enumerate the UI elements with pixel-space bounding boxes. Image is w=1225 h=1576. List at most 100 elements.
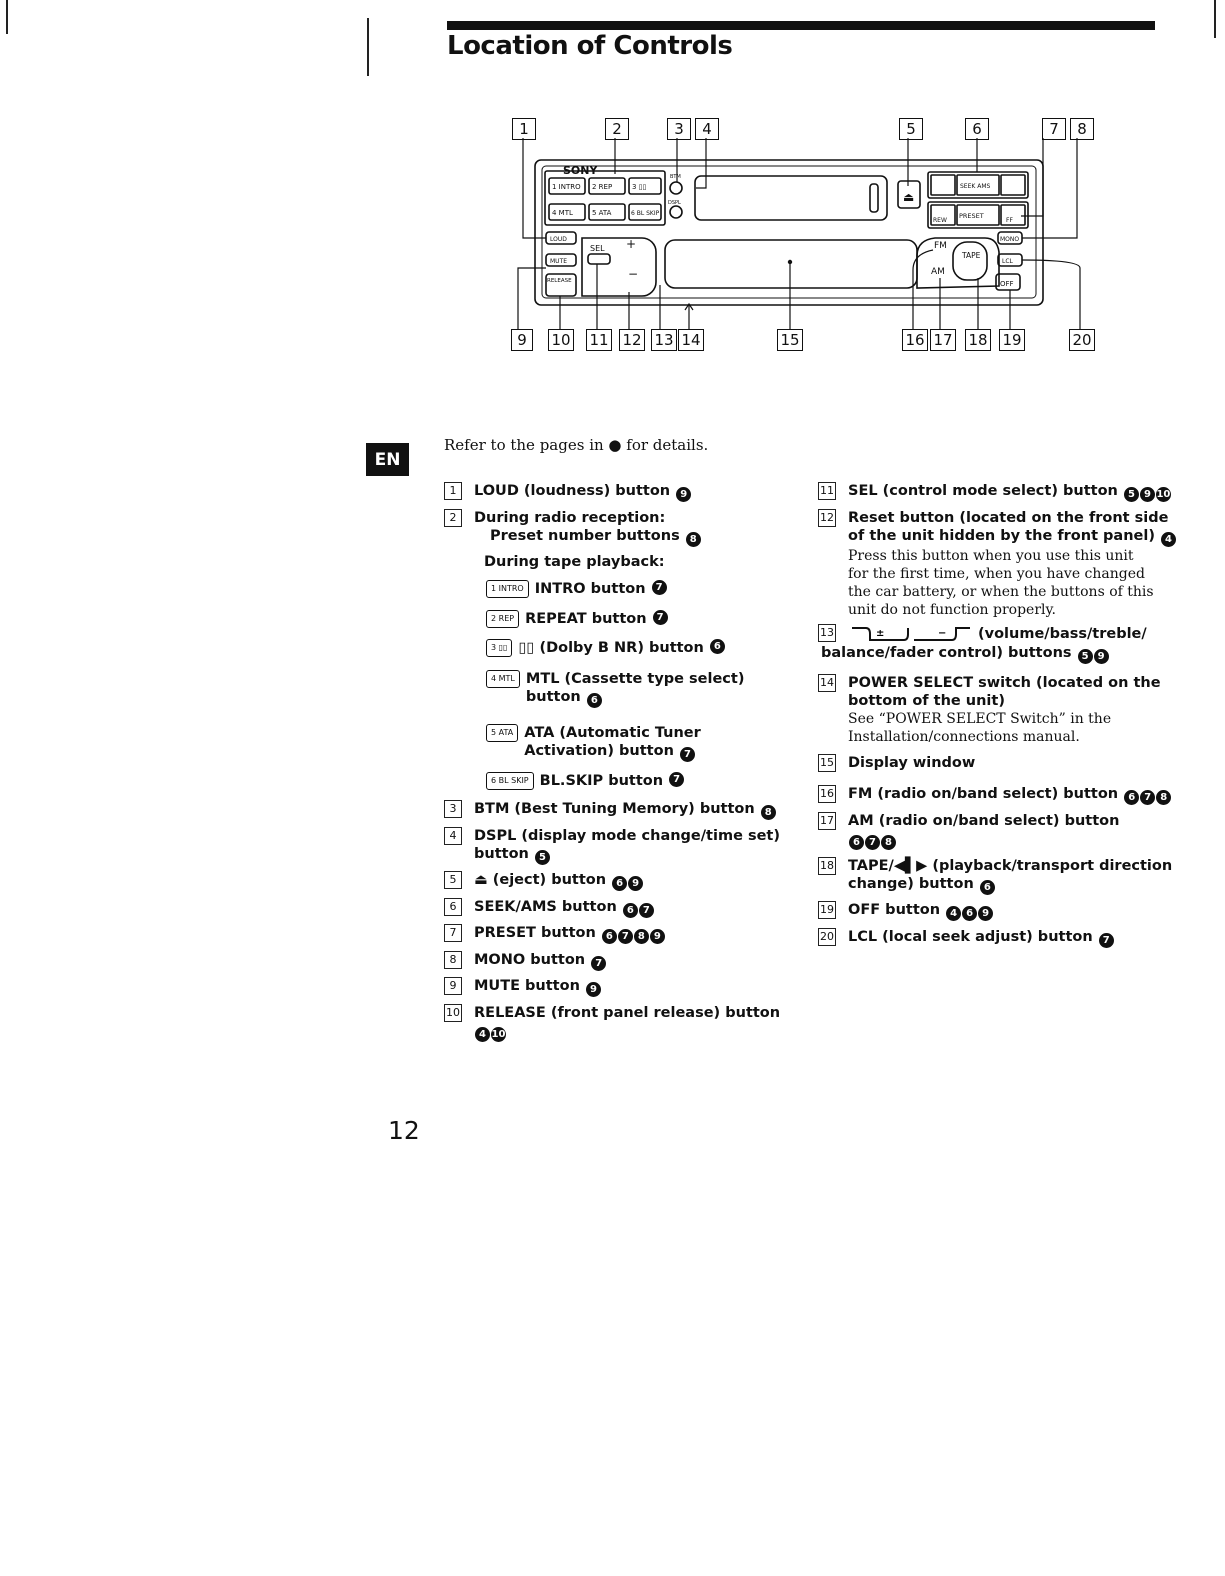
key-ff: FF bbox=[1006, 217, 1013, 224]
page-ref: 9 bbox=[676, 487, 692, 502]
item-text: FM (radio on/band select) button bbox=[848, 786, 1119, 802]
page-ref: 9 bbox=[585, 982, 601, 997]
key-btm: BTM bbox=[670, 174, 681, 180]
item-number: 12 bbox=[818, 509, 836, 527]
callout-number: 15 bbox=[777, 329, 803, 351]
callout-number: 20 bbox=[1069, 329, 1095, 351]
item-note: the car battery, or when the buttons of … bbox=[848, 584, 1154, 600]
item-number: 8 bbox=[444, 951, 462, 969]
page-ref: 7 bbox=[865, 835, 880, 850]
page-ref: 6 bbox=[1124, 790, 1140, 805]
row-text: REPEAT button bbox=[525, 611, 647, 627]
list-item-12: 12 Reset button (located on the front si… bbox=[818, 509, 1177, 619]
page-ref: 7 bbox=[617, 929, 633, 944]
cassette-slot bbox=[694, 175, 888, 221]
row-text: MTL (Cassette type select) bbox=[525, 671, 745, 687]
page-ref: 6 bbox=[709, 639, 725, 654]
item-text: POWER SELECT switch (located on the bbox=[848, 675, 1161, 691]
item-number: 6 bbox=[444, 898, 462, 916]
keycap: 2 REP bbox=[486, 610, 520, 628]
item-number: 11 bbox=[818, 482, 836, 500]
svg-text:−: − bbox=[938, 628, 946, 639]
tape-row-5: 5 ATA ATA (Automatic Tuner Activation) b… bbox=[486, 724, 701, 762]
page-ref: 7 bbox=[638, 903, 654, 918]
list-item-20: 20 LCL (local seek adjust) button 7 bbox=[818, 928, 1114, 948]
page-ref: 9 bbox=[649, 929, 665, 944]
key-tape: TAPE bbox=[961, 251, 981, 260]
callout-number: 2 bbox=[605, 118, 629, 140]
keycap: 4 MTL bbox=[486, 670, 520, 688]
item-text: LCL (local seek adjust) button bbox=[848, 929, 1093, 945]
key-seek: SEEK AMS bbox=[960, 183, 991, 190]
key-dspl: DSPL bbox=[668, 200, 681, 206]
key-loud: LOUD bbox=[550, 236, 567, 243]
list-item-1: 1 LOUD (loudness) button 9 bbox=[444, 482, 692, 502]
item-text: MONO button bbox=[474, 952, 586, 968]
item-number: 5 bbox=[444, 871, 462, 889]
keycap: 1 INTRO bbox=[486, 580, 529, 598]
page-ref: 9 bbox=[1093, 649, 1109, 664]
callout-number: 1 bbox=[512, 118, 536, 140]
list-item-10: 10 RELEASE (front panel release) button … bbox=[444, 1004, 780, 1042]
key-4: 4 MTL bbox=[552, 209, 573, 217]
item-number: 2 bbox=[444, 509, 462, 527]
item-text: DSPL (display mode change/time set) bbox=[474, 828, 780, 844]
item-text-line2: change) button bbox=[848, 876, 974, 892]
left-border-line bbox=[6, 0, 8, 34]
page-ref: 9 bbox=[1139, 487, 1155, 502]
callout-number: 17 bbox=[930, 329, 956, 351]
item-note: Press this button when you use this unit bbox=[848, 548, 1134, 564]
callout-number: 6 bbox=[965, 118, 989, 140]
tape-row-1: 1 INTRO INTRO button 7 bbox=[486, 580, 667, 598]
key-preset: PRESET bbox=[959, 212, 984, 220]
list-item-4: 4 DSPL (display mode change/time set) bu… bbox=[444, 827, 780, 865]
page-ref: 9 bbox=[978, 906, 994, 921]
page-ref: 6 bbox=[979, 880, 995, 895]
row-text: ATA (Automatic Tuner bbox=[524, 725, 701, 741]
key-am: AM bbox=[931, 267, 945, 277]
page-ref: 6 bbox=[601, 929, 617, 944]
item-text: Display window bbox=[848, 755, 976, 771]
row-text: ▯▯ (Dolby B NR) button bbox=[518, 640, 704, 656]
svg-text:±: ± bbox=[876, 628, 884, 639]
key-fm: FM bbox=[934, 241, 947, 251]
page-ref: 7 bbox=[591, 956, 607, 971]
minus-symbol: − bbox=[628, 267, 638, 281]
callout-number: 19 bbox=[999, 329, 1025, 351]
row-text-line2: Activation) button bbox=[524, 743, 674, 759]
page-ref: 7 bbox=[651, 580, 667, 595]
row-text-line2: button bbox=[525, 689, 581, 705]
item-text: MUTE button bbox=[474, 978, 580, 994]
key-rew: REW bbox=[933, 217, 947, 224]
page-ref: 5 bbox=[1123, 487, 1139, 502]
intro-text: Refer to the pages in ● for details. bbox=[444, 436, 709, 454]
callout-number: 10 bbox=[548, 329, 574, 351]
page-ref: 8 bbox=[685, 532, 701, 547]
callout-number: 12 bbox=[619, 329, 645, 351]
item-text: PRESET button bbox=[474, 925, 596, 941]
list-item-2: 2 During radio reception: Preset number … bbox=[444, 509, 701, 547]
language-tab: EN bbox=[366, 443, 409, 476]
key-1: 1 INTRO bbox=[552, 183, 581, 191]
keycap: 3 ▯▯ bbox=[486, 639, 513, 657]
item-text: (volume/bass/treble/ bbox=[978, 626, 1147, 642]
reset-hole bbox=[787, 259, 793, 265]
item-text-line2: bottom of the unit) bbox=[848, 693, 1005, 709]
row-text: INTRO button bbox=[534, 581, 646, 597]
page-ref: 6 bbox=[849, 835, 864, 850]
item-text: TAPE/◀▌▶ (playback/transport direction bbox=[848, 858, 1173, 874]
keycap: 6 BL SKIP bbox=[486, 772, 534, 790]
tape-heading-text: During tape playback: bbox=[484, 554, 665, 570]
tape-row-2: 2 REP REPEAT button 7 bbox=[486, 610, 668, 628]
page-ref: 8 bbox=[881, 835, 896, 850]
item-number: 18 bbox=[818, 857, 836, 875]
page-ref: 6 bbox=[962, 906, 978, 921]
page-ref: 5 bbox=[534, 850, 550, 865]
page-ref: 6 bbox=[612, 876, 628, 891]
page-ref: 7 bbox=[669, 772, 685, 787]
page-ref: 7 bbox=[1140, 790, 1156, 805]
list-item-18: 18 TAPE/◀▌▶ (playback/transport directio… bbox=[818, 857, 1172, 895]
right-border-line bbox=[1214, 0, 1216, 38]
